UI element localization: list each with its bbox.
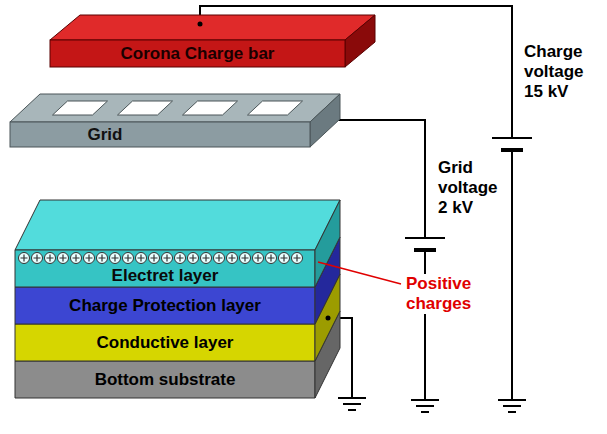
wire-contact <box>198 22 203 27</box>
charge-circle <box>45 253 56 264</box>
layer-label: Grid <box>88 125 123 145</box>
battery-plate <box>492 137 532 139</box>
charge-circle <box>253 253 264 264</box>
charge-circle <box>279 253 290 264</box>
electret-top <box>15 200 340 250</box>
charge-circle <box>240 253 251 264</box>
plus-sign <box>216 255 223 262</box>
charge-circle <box>201 253 212 264</box>
charge-bar: Corona Charge bar <box>50 40 345 67</box>
charge-circle <box>175 253 186 264</box>
grid-slot <box>53 101 108 115</box>
charge-circle <box>71 253 82 264</box>
battery-plate <box>405 237 445 239</box>
plus-sign <box>164 255 171 262</box>
grid-slot <box>118 101 173 115</box>
electret-layer: Electret layer <box>15 250 315 287</box>
slab-front <box>10 122 310 147</box>
charge-bar-slab <box>50 15 375 67</box>
grid-plate: Grid <box>10 122 200 147</box>
charge-circle <box>123 253 134 264</box>
leader-line <box>318 262 401 284</box>
layer-stack <box>15 200 340 398</box>
plus-sign <box>60 255 67 262</box>
plus-sign <box>34 255 41 262</box>
battery-plate <box>501 148 523 152</box>
grid-slot <box>183 101 238 115</box>
substrate-layer: Bottom substrate <box>15 361 315 398</box>
plus-sign <box>281 255 288 262</box>
voltage-label: Charge voltage 15 kV <box>522 42 602 102</box>
electret-front <box>15 250 315 287</box>
charge-circle <box>227 253 238 264</box>
plus-sign <box>294 255 301 262</box>
plus-sign <box>47 255 54 262</box>
electret-side <box>315 200 340 287</box>
charge-label: Positive charges <box>404 274 500 314</box>
plus-sign <box>112 255 119 262</box>
battery-plate <box>414 248 436 252</box>
conductive-layer: Conductive layer <box>15 324 315 361</box>
plus-sign <box>190 255 197 262</box>
plus-sign <box>138 255 145 262</box>
slab-top <box>50 15 375 40</box>
plus-sign <box>73 255 80 262</box>
protection-front <box>15 287 315 324</box>
charge-circle <box>110 253 121 264</box>
conductive-front <box>15 324 315 361</box>
charge-circle <box>136 253 147 264</box>
layer-label: Conductive layer <box>97 333 234 353</box>
charge-circle <box>19 253 30 264</box>
charge-ground-wire <box>511 150 513 400</box>
plus-sign <box>177 255 184 262</box>
plus-sign <box>151 255 158 262</box>
charge-circle <box>32 253 43 264</box>
grid-ground-wire <box>424 250 426 400</box>
plus-sign <box>86 255 93 262</box>
slab-front <box>50 40 345 67</box>
plus-sign <box>242 255 249 262</box>
slab-top <box>10 94 340 122</box>
plus-sign <box>203 255 210 262</box>
charge-circle <box>58 253 69 264</box>
charge-circle <box>266 253 277 264</box>
plus-sign <box>268 255 275 262</box>
protection-layer: Charge Protection layer <box>15 287 315 324</box>
wire-contact <box>326 316 331 321</box>
plus-sign <box>21 255 28 262</box>
ground-symbols <box>338 398 526 412</box>
layer-label: Electret layer <box>112 266 219 286</box>
charge-circle <box>149 253 160 264</box>
ground-symbol <box>498 400 526 412</box>
positive-charges <box>19 253 303 264</box>
charge-circle <box>84 253 95 264</box>
plus-sign <box>125 255 132 262</box>
layer-label: Corona Charge bar <box>121 44 275 64</box>
charge-circle <box>162 253 173 264</box>
voltage-label: Grid voltage 2 kV <box>436 158 506 218</box>
charge-circle <box>97 253 108 264</box>
battery-symbols <box>405 138 532 250</box>
layer-label: Charge Protection layer <box>69 296 261 316</box>
layer-label: Bottom substrate <box>95 370 236 390</box>
charge-circle <box>214 253 225 264</box>
charge-circle <box>292 253 303 264</box>
slab-side <box>310 94 340 147</box>
plus-sign <box>229 255 236 262</box>
grid-slab <box>10 94 340 147</box>
ground-symbol <box>411 400 439 412</box>
plus-sign <box>99 255 106 262</box>
charge-circle <box>188 253 199 264</box>
ground-symbol <box>338 398 366 410</box>
substrate-front <box>15 361 315 398</box>
slab-side <box>345 15 375 67</box>
grid-slot <box>248 101 303 115</box>
plus-sign <box>255 255 262 262</box>
